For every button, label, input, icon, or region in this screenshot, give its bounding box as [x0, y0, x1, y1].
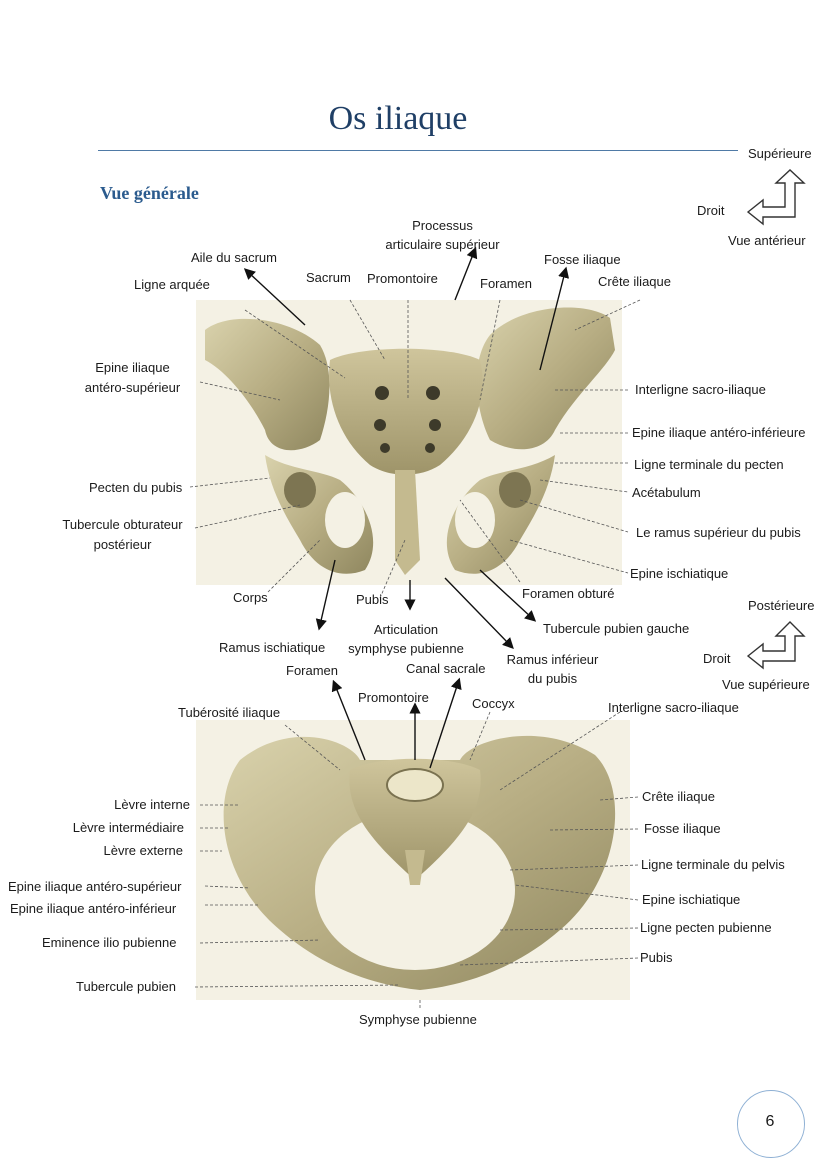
label-promontoire-bottom: Promontoire: [358, 690, 429, 705]
label-fosse-iliaque: Fosse iliaque: [544, 252, 621, 267]
label-ligne-terminale-du-pelvis: Ligne terminale du pelvis: [641, 857, 785, 872]
label-epine-iliaque-antero-inferieure: Epine iliaque antéro-inférieure: [632, 425, 806, 440]
label-corps: Corps: [233, 590, 268, 605]
label-foramen-obture: Foramen obturé: [522, 586, 615, 601]
label-tubercule-obturateur: Tubercule obturateur: [62, 517, 183, 532]
title-underline: [98, 150, 738, 151]
label-epine-iliaque-antero-inferieur: Epine iliaque antéro-inférieur: [10, 901, 177, 916]
orientation-view-label: Vue antérieur: [728, 233, 806, 248]
label-articulaire-superieur: articulaire supérieur: [385, 237, 500, 252]
label-pubis: Pubis: [356, 592, 389, 607]
label-epine-iliaque: Epine iliaque: [95, 360, 170, 375]
label-epine-iliaque-antero-superieur: Epine iliaque antéro-supérieur: [8, 879, 182, 894]
label-interligne-sacro-iliaque: Interligne sacro-iliaque: [635, 382, 766, 397]
label-levre-intermediaire: Lèvre intermédiaire: [72, 820, 184, 835]
label-epine-ischiatique-bottom: Epine ischiatique: [642, 892, 741, 907]
label-pecten-du-pubis: Pecten du pubis: [89, 480, 183, 495]
label-levre-interne: Lèvre interne: [114, 797, 190, 812]
label-foramen-bottom: Foramen: [286, 663, 339, 678]
label-tuberosite-iliaque: Tubérosité iliaque: [178, 705, 281, 720]
label-epine-ischiatique: Epine ischiatique: [630, 566, 729, 581]
pelvis-anterior-view: [196, 300, 622, 585]
label-coccyx: Coccyx: [472, 696, 515, 711]
label-crete-iliaque: Crête iliaque: [598, 274, 671, 289]
label-symphyse-pubienne: Symphyse pubienne: [359, 1012, 477, 1027]
label-fosse-iliaque-bottom: Fosse iliaque: [644, 821, 721, 836]
label-antero-superieur: antéro-supérieur: [84, 380, 181, 395]
label-acetabulum: Acétabulum: [632, 485, 701, 500]
orientation-up-label: Supérieure: [748, 146, 812, 161]
page-number-circle: [737, 1090, 805, 1158]
label-ramus-ischiatique: Ramus ischiatique: [219, 640, 326, 655]
label-foramen: Foramen: [480, 276, 533, 291]
label-processus: Processus: [412, 218, 473, 233]
orientation-side-label-bottom: Droit: [703, 651, 731, 666]
label-sacrum: Sacrum: [306, 270, 351, 285]
pelvis-superior-view: [196, 720, 630, 1000]
label-tubercule-pubien: Tubercule pubien: [76, 979, 176, 994]
label-canal-sacrale: Canal sacrale: [406, 661, 486, 676]
label-articulation: Articulation: [373, 622, 439, 637]
orientation-up-label-bottom: Postérieure: [748, 598, 815, 613]
label-posterieur: postérieur: [93, 537, 152, 552]
label-eminence-ilio-pubienne: Eminence ilio pubienne: [42, 935, 177, 950]
page-number: 6: [765, 1113, 775, 1130]
label-interligne-sacro-iliaque-bottom: Interligne sacro-iliaque: [608, 700, 739, 715]
orientation-view-label-bottom: Vue supérieure: [722, 677, 810, 692]
label-tubercule-pubien-gauche: Tubercule pubien gauche: [543, 621, 690, 636]
label-ramus-superieur-du-pubis: Le ramus supérieur du pubis: [636, 525, 801, 540]
label-aile-du-sacrum: Aile du sacrum: [191, 250, 277, 265]
label-ramus-inferieur: Ramus inférieur: [506, 652, 599, 667]
label-ligne-arquee: Ligne arquée: [134, 277, 210, 292]
section-subtitle: Vue générale: [100, 183, 199, 203]
label-crete-iliaque-bottom: Crête iliaque: [642, 789, 715, 804]
label-ligne-terminale-du-pecten: Ligne terminale du pecten: [634, 457, 784, 472]
label-du-pubis: du pubis: [527, 671, 578, 686]
orientation-arrow-bottom: [746, 621, 806, 670]
label-levre-externe: Lèvre externe: [103, 843, 184, 858]
label-symphyse-pubienne-top: symphyse pubienne: [348, 641, 464, 656]
orientation-side-label: Droit: [697, 203, 725, 218]
label-ligne-pecten-pubienne: Ligne pecten pubienne: [640, 920, 772, 935]
orientation-arrow-top: [746, 169, 806, 226]
label-promontoire: Promontoire: [367, 271, 438, 286]
label-pubis-bottom: Pubis: [640, 950, 673, 965]
page-title: Os iliaque: [328, 100, 468, 137]
